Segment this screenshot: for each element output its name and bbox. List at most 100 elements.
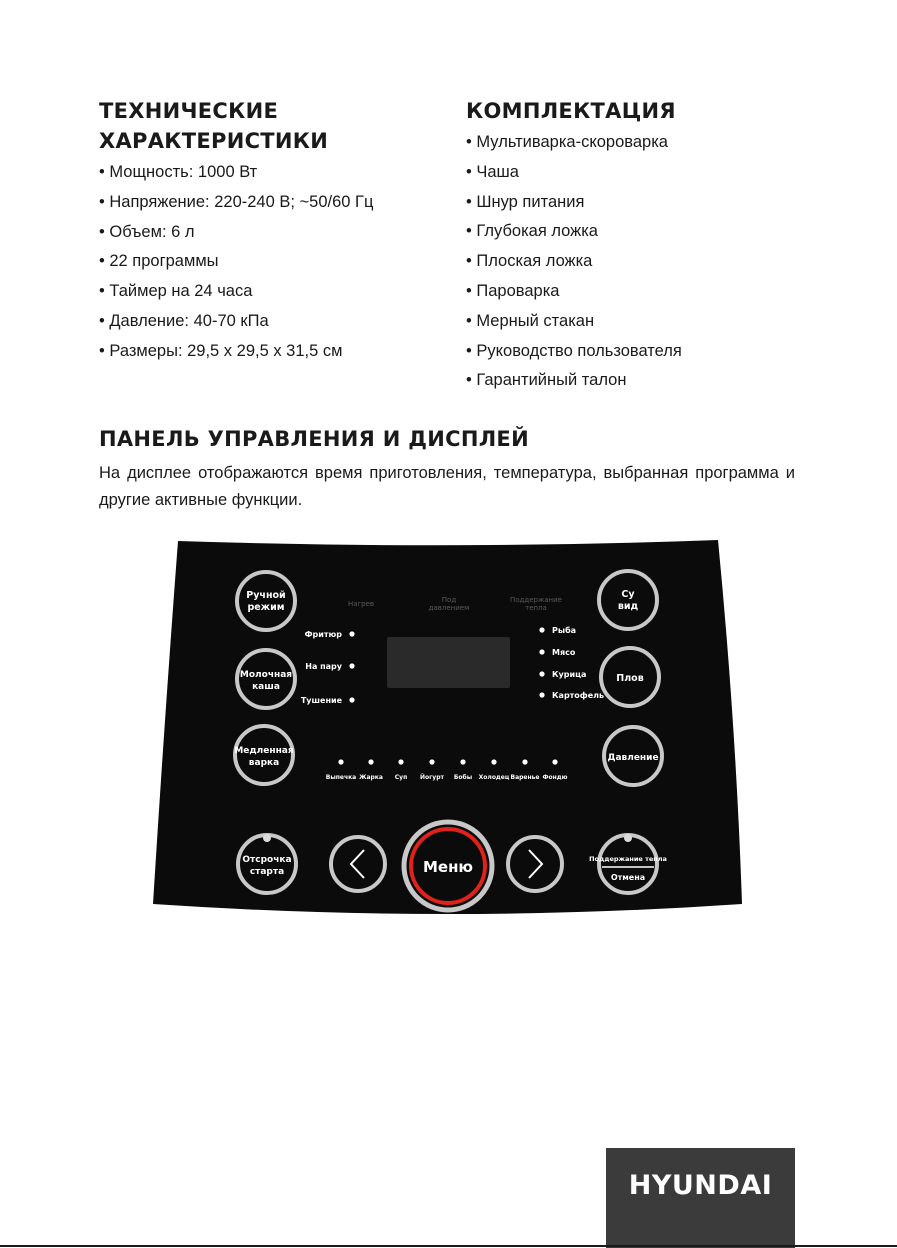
keep-warm-cancel-button[interactable]: Поддержание тепла Отмена — [589, 833, 667, 895]
list-item: Шнур питания — [466, 188, 806, 218]
manual-mode-label-1: Ручной — [246, 590, 285, 601]
program-label: Суп — [395, 774, 407, 781]
panel-background — [153, 540, 742, 914]
pressure-label: Давление — [607, 753, 658, 763]
list-item: 22 программы — [99, 247, 439, 277]
next-button[interactable] — [506, 835, 564, 893]
list-item: Мерный стакан — [466, 307, 806, 337]
milk-porridge-button[interactable]: Молочная каша — [235, 648, 297, 710]
pressure-indicator-label-2: давлением — [429, 604, 470, 612]
program-led — [539, 671, 545, 677]
specs-title-line1: ТЕХНИЧЕСКИЕ — [99, 99, 279, 123]
list-item: Таймер на 24 часа — [99, 277, 439, 307]
program-label: Картофель — [552, 691, 604, 700]
manual-mode-button[interactable]: Ручной режим — [235, 570, 297, 632]
specs-title-line2: ХАРАКТЕРИСТИКИ — [99, 129, 329, 153]
slow-cook-button[interactable]: Медленная варка — [233, 724, 295, 786]
sous-vide-label-2: вид — [618, 601, 639, 612]
left-programs: Фритюр На пару Тушение — [301, 630, 355, 705]
menu-button[interactable]: Меню — [401, 819, 495, 913]
pilaf-button[interactable]: Плов — [599, 646, 661, 708]
program-label: Жарка — [359, 774, 383, 781]
panel-section-title: ПАНЕЛЬ УПРАВЛЕНИЯ И ДИСПЛЕЙ — [99, 427, 529, 451]
program-led — [349, 631, 355, 637]
bottom-programs: Выпечка Жарка Суп Йогурт Бобы Холодец Ва… — [326, 759, 568, 781]
logo-text: HYUNDAI — [628, 1170, 773, 1201]
program-label: Холодец — [479, 774, 510, 781]
delay-start-button[interactable]: Отсрочка старта — [236, 833, 298, 895]
delay-start-label-2: старта — [250, 867, 284, 877]
program-led — [522, 759, 528, 765]
right-programs: Рыба Мясо Курица Картофель — [539, 625, 604, 700]
milk-porridge-label-1: Молочная — [240, 670, 292, 680]
pressure-button[interactable]: Давление — [602, 725, 664, 787]
list-item: Чаша — [466, 158, 806, 188]
pressure-indicator-label-1: Под — [442, 596, 457, 604]
program-led — [349, 663, 355, 669]
control-panel-illustration: Нагрев Под давлением Поддержание тепла Р… — [150, 536, 750, 921]
program-led — [368, 759, 374, 765]
list-item: Мощность: 1000 Вт — [99, 158, 439, 188]
program-label: Мясо — [552, 648, 576, 657]
slow-cook-label-1: Медленная — [234, 746, 294, 756]
sous-vide-label-1: Су — [621, 589, 635, 600]
program-led — [349, 697, 355, 703]
menu-red-ring — [409, 827, 487, 905]
program-led — [460, 759, 466, 765]
list-item: Давление: 40-70 кПа — [99, 307, 439, 337]
milk-porridge-label-2: каша — [252, 682, 280, 692]
keepwarm-indicator-label-2: тепла — [525, 604, 547, 612]
delay-start-label-1: Отсрочка — [242, 855, 291, 865]
program-led — [398, 759, 404, 765]
previous-button[interactable] — [329, 835, 387, 893]
list-item: Напряжение: 220-240 В; ~50/60 Гц — [99, 188, 439, 218]
program-led — [552, 759, 558, 765]
list-item: Объем: 6 л — [99, 218, 439, 248]
program-label: Рыба — [552, 625, 576, 635]
package-title: КОМПЛЕКТАЦИЯ — [466, 99, 676, 123]
panel-section-description: На дисплее отображаются время приготовле… — [99, 464, 795, 509]
chevron-left-icon — [349, 849, 365, 879]
specs-list: Мощность: 1000 Вт Напряжение: 220-240 В;… — [99, 158, 439, 367]
program-led — [539, 627, 545, 633]
program-label: Тушение — [301, 696, 343, 705]
hyundai-logo: HYUNDAI — [606, 1148, 795, 1248]
program-led — [539, 692, 545, 698]
program-label: Йогурт — [420, 773, 444, 781]
heating-indicator-label: Нагрев — [348, 600, 374, 608]
specs-column: ТЕХНИЧЕСКИЕ ХАРАКТЕРИСТИКИ Мощность: 100… — [99, 96, 439, 367]
keepwarm-indicator-label-1: Поддержание — [510, 596, 562, 604]
list-item: Глубокая ложка — [466, 217, 806, 247]
bottom-divider — [0, 1245, 897, 1247]
chevron-right-icon — [528, 849, 544, 879]
delay-start-led — [263, 834, 271, 842]
program-label: Варенье — [511, 774, 540, 781]
list-item: Гарантийный талон — [466, 366, 806, 396]
cancel-label: Отмена — [611, 873, 645, 882]
keep-warm-led — [624, 834, 632, 842]
program-label: Фритюр — [305, 630, 343, 639]
program-led — [539, 649, 545, 655]
program-label: Выпечка — [326, 774, 356, 781]
program-label: Бобы — [454, 774, 472, 781]
list-item: Пароварка — [466, 277, 806, 307]
program-label: Фондю — [543, 774, 568, 781]
panel-section: ПАНЕЛЬ УПРАВЛЕНИЯ И ДИСПЛЕЙ На дисплее о… — [99, 424, 795, 514]
program-label: На пару — [305, 662, 343, 671]
list-item: Размеры: 29,5 х 29,5 х 31,5 см — [99, 337, 439, 367]
program-led — [491, 759, 497, 765]
display-screen — [387, 637, 510, 688]
package-column: КОМПЛЕКТАЦИЯ Мультиварка-скороварка Чаша… — [466, 96, 806, 396]
list-item: Плоская ложка — [466, 247, 806, 277]
menu-label: Меню — [423, 858, 473, 876]
keep-warm-label: Поддержание тепла — [589, 855, 667, 863]
program-label: Курица — [552, 670, 586, 679]
slow-cook-label-2: варка — [249, 758, 279, 768]
package-list: Мультиварка-скороварка Чаша Шнур питания… — [466, 128, 806, 396]
list-item: Мультиварка-скороварка — [466, 128, 806, 158]
program-led — [338, 759, 344, 765]
manual-mode-label-2: режим — [247, 602, 284, 613]
pilaf-label: Плов — [616, 673, 643, 684]
list-item: Руководство пользователя — [466, 337, 806, 367]
sous-vide-button[interactable]: Су вид — [597, 569, 659, 631]
